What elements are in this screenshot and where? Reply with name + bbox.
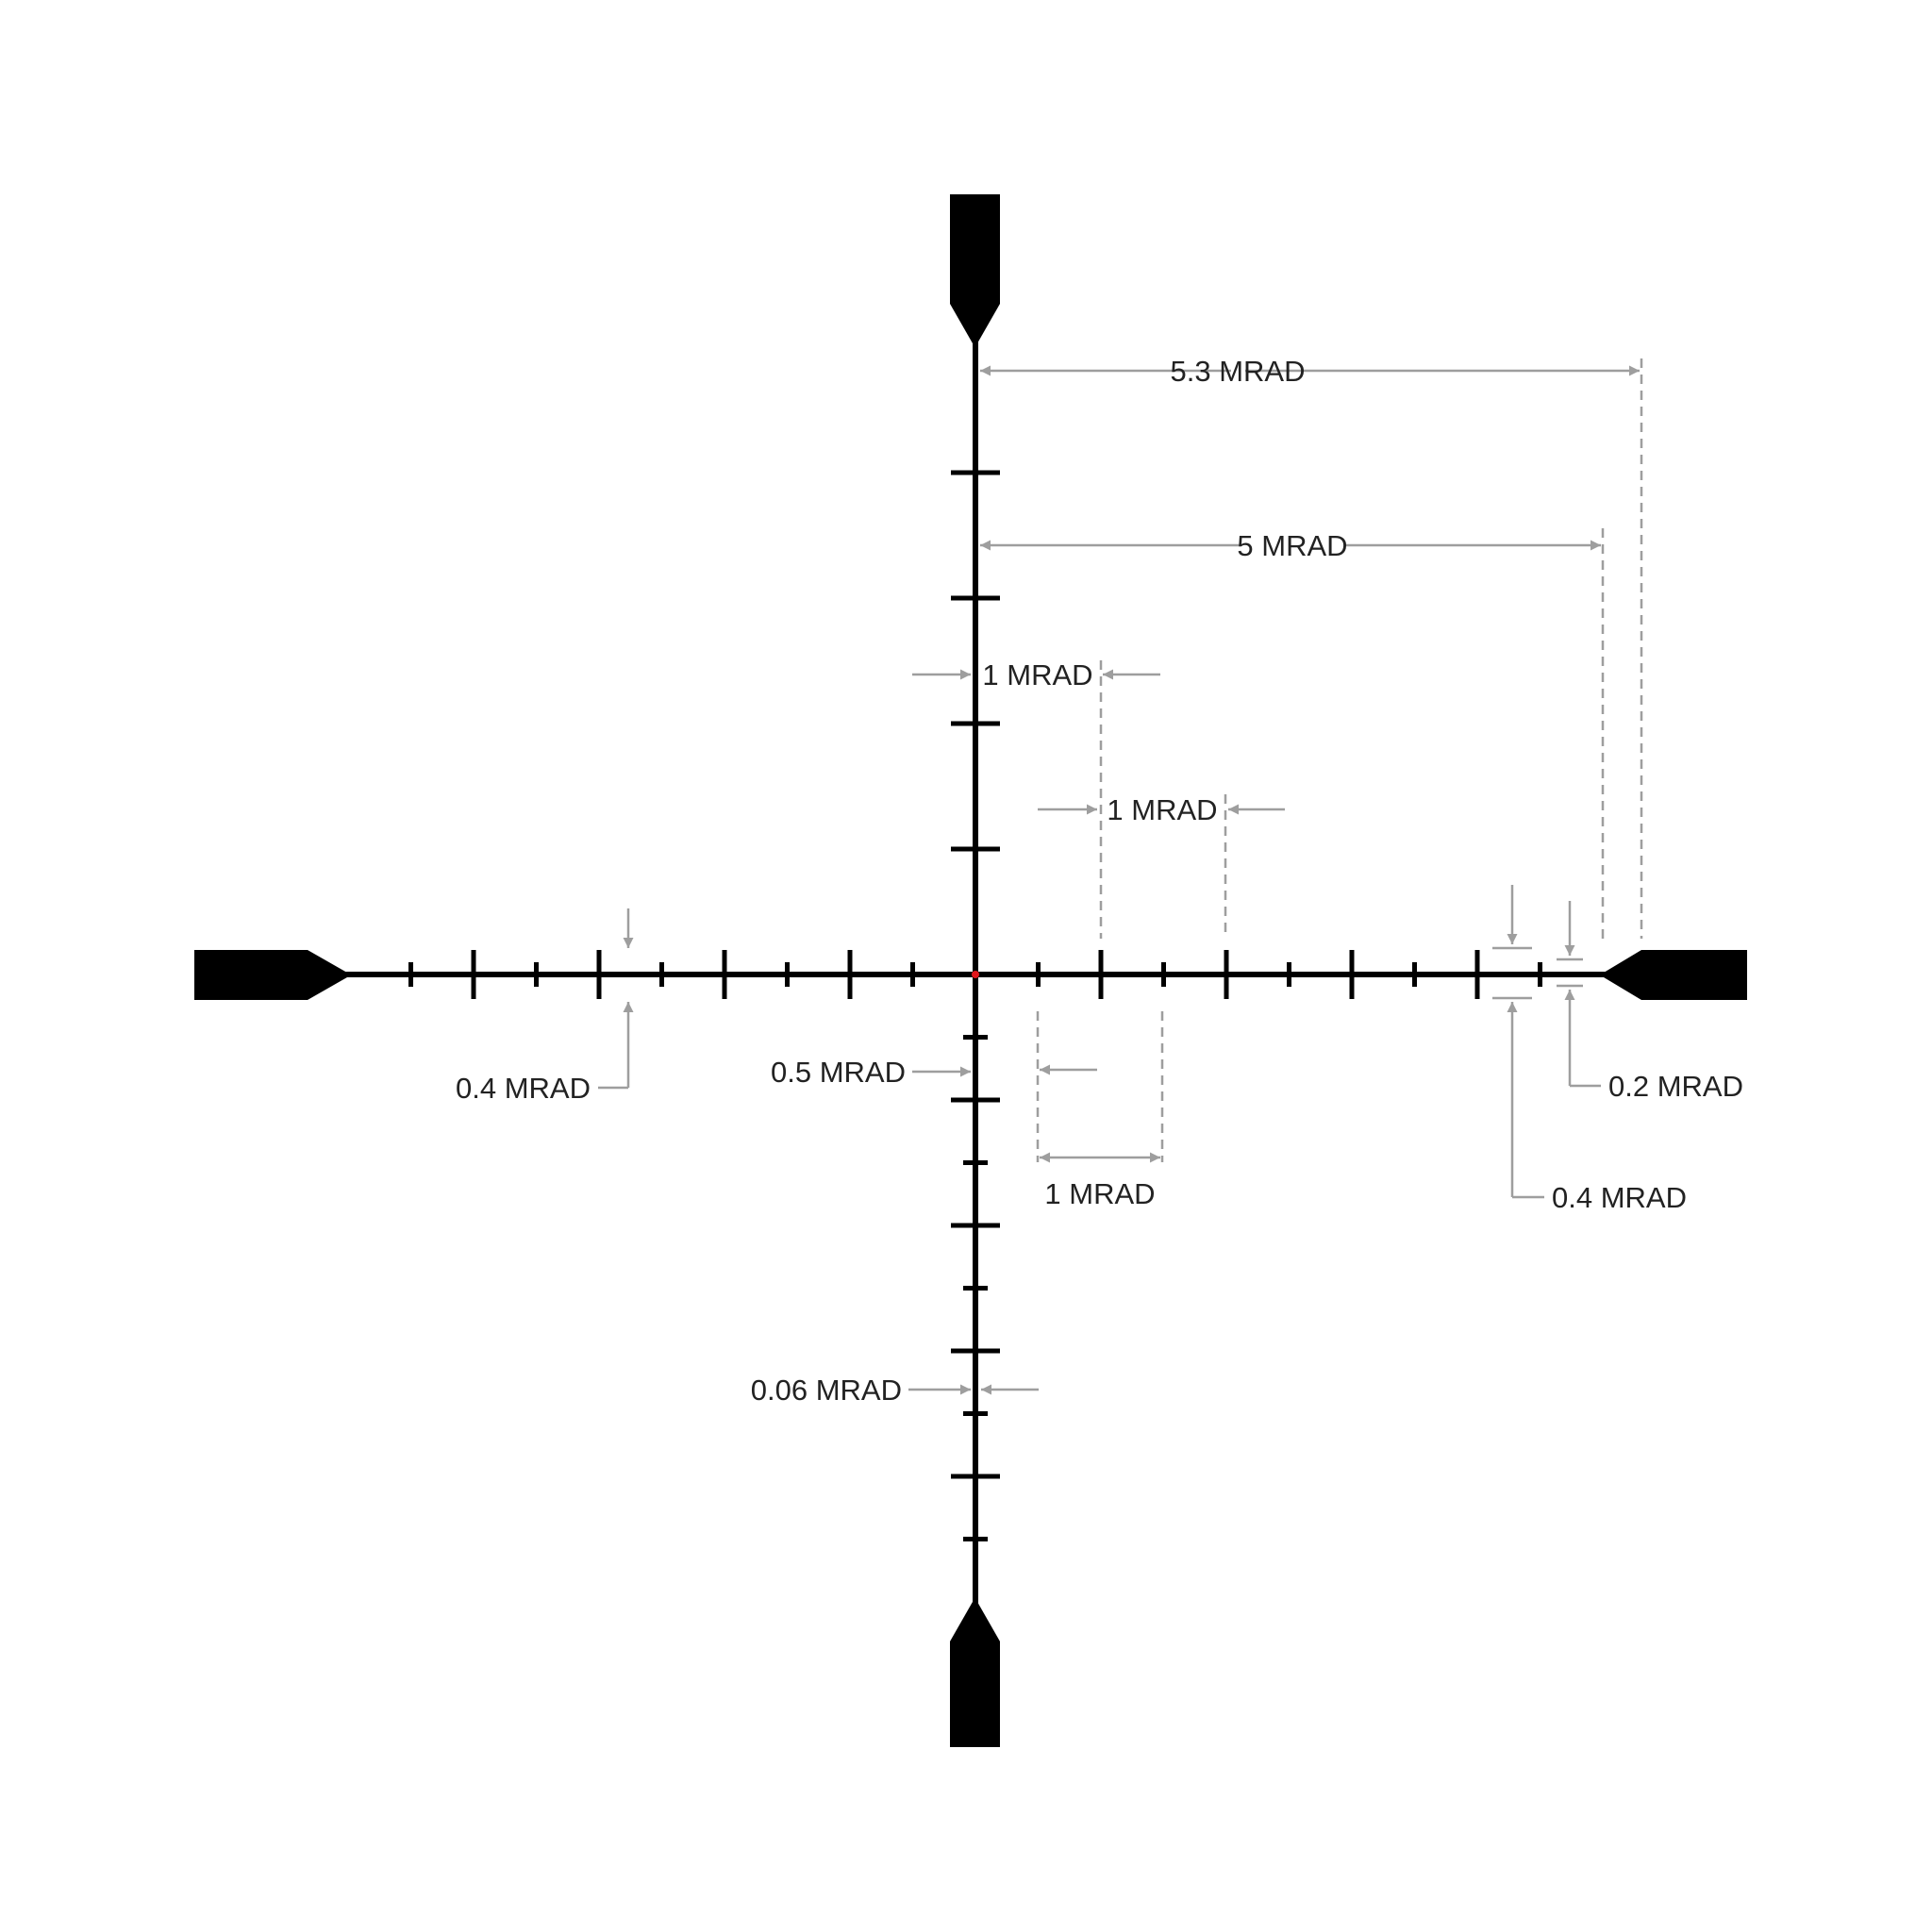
post-right: [1604, 950, 1747, 1000]
label-horizontal-major-spacing-upper: 1 MRAD: [1107, 793, 1217, 826]
label-minor-tick-height: 0.2 MRAD: [1608, 1070, 1743, 1103]
post-bottom: [950, 1602, 1000, 1747]
reticle-ticks: [408, 470, 1542, 1541]
dimension-annotations: [598, 358, 1643, 1395]
center-dot: [972, 971, 979, 978]
post-top: [950, 194, 1000, 343]
label-vertical-half-spacing: 0.5 MRAD: [771, 1056, 906, 1089]
post-left: [194, 950, 347, 1000]
label-vertical-major-spacing: 1 MRAD: [982, 658, 1092, 691]
label-major-tick-height-left: 0.4 MRAD: [456, 1072, 591, 1105]
label-inner-span: 5 MRAD: [1237, 529, 1347, 562]
label-outer-span: 5.3 MRAD: [1171, 355, 1306, 388]
label-major-tick-height-right: 0.4 MRAD: [1552, 1181, 1687, 1214]
label-horizontal-major-spacing-lower: 1 MRAD: [1044, 1177, 1155, 1210]
label-line-thickness: 0.06 MRAD: [751, 1374, 902, 1407]
